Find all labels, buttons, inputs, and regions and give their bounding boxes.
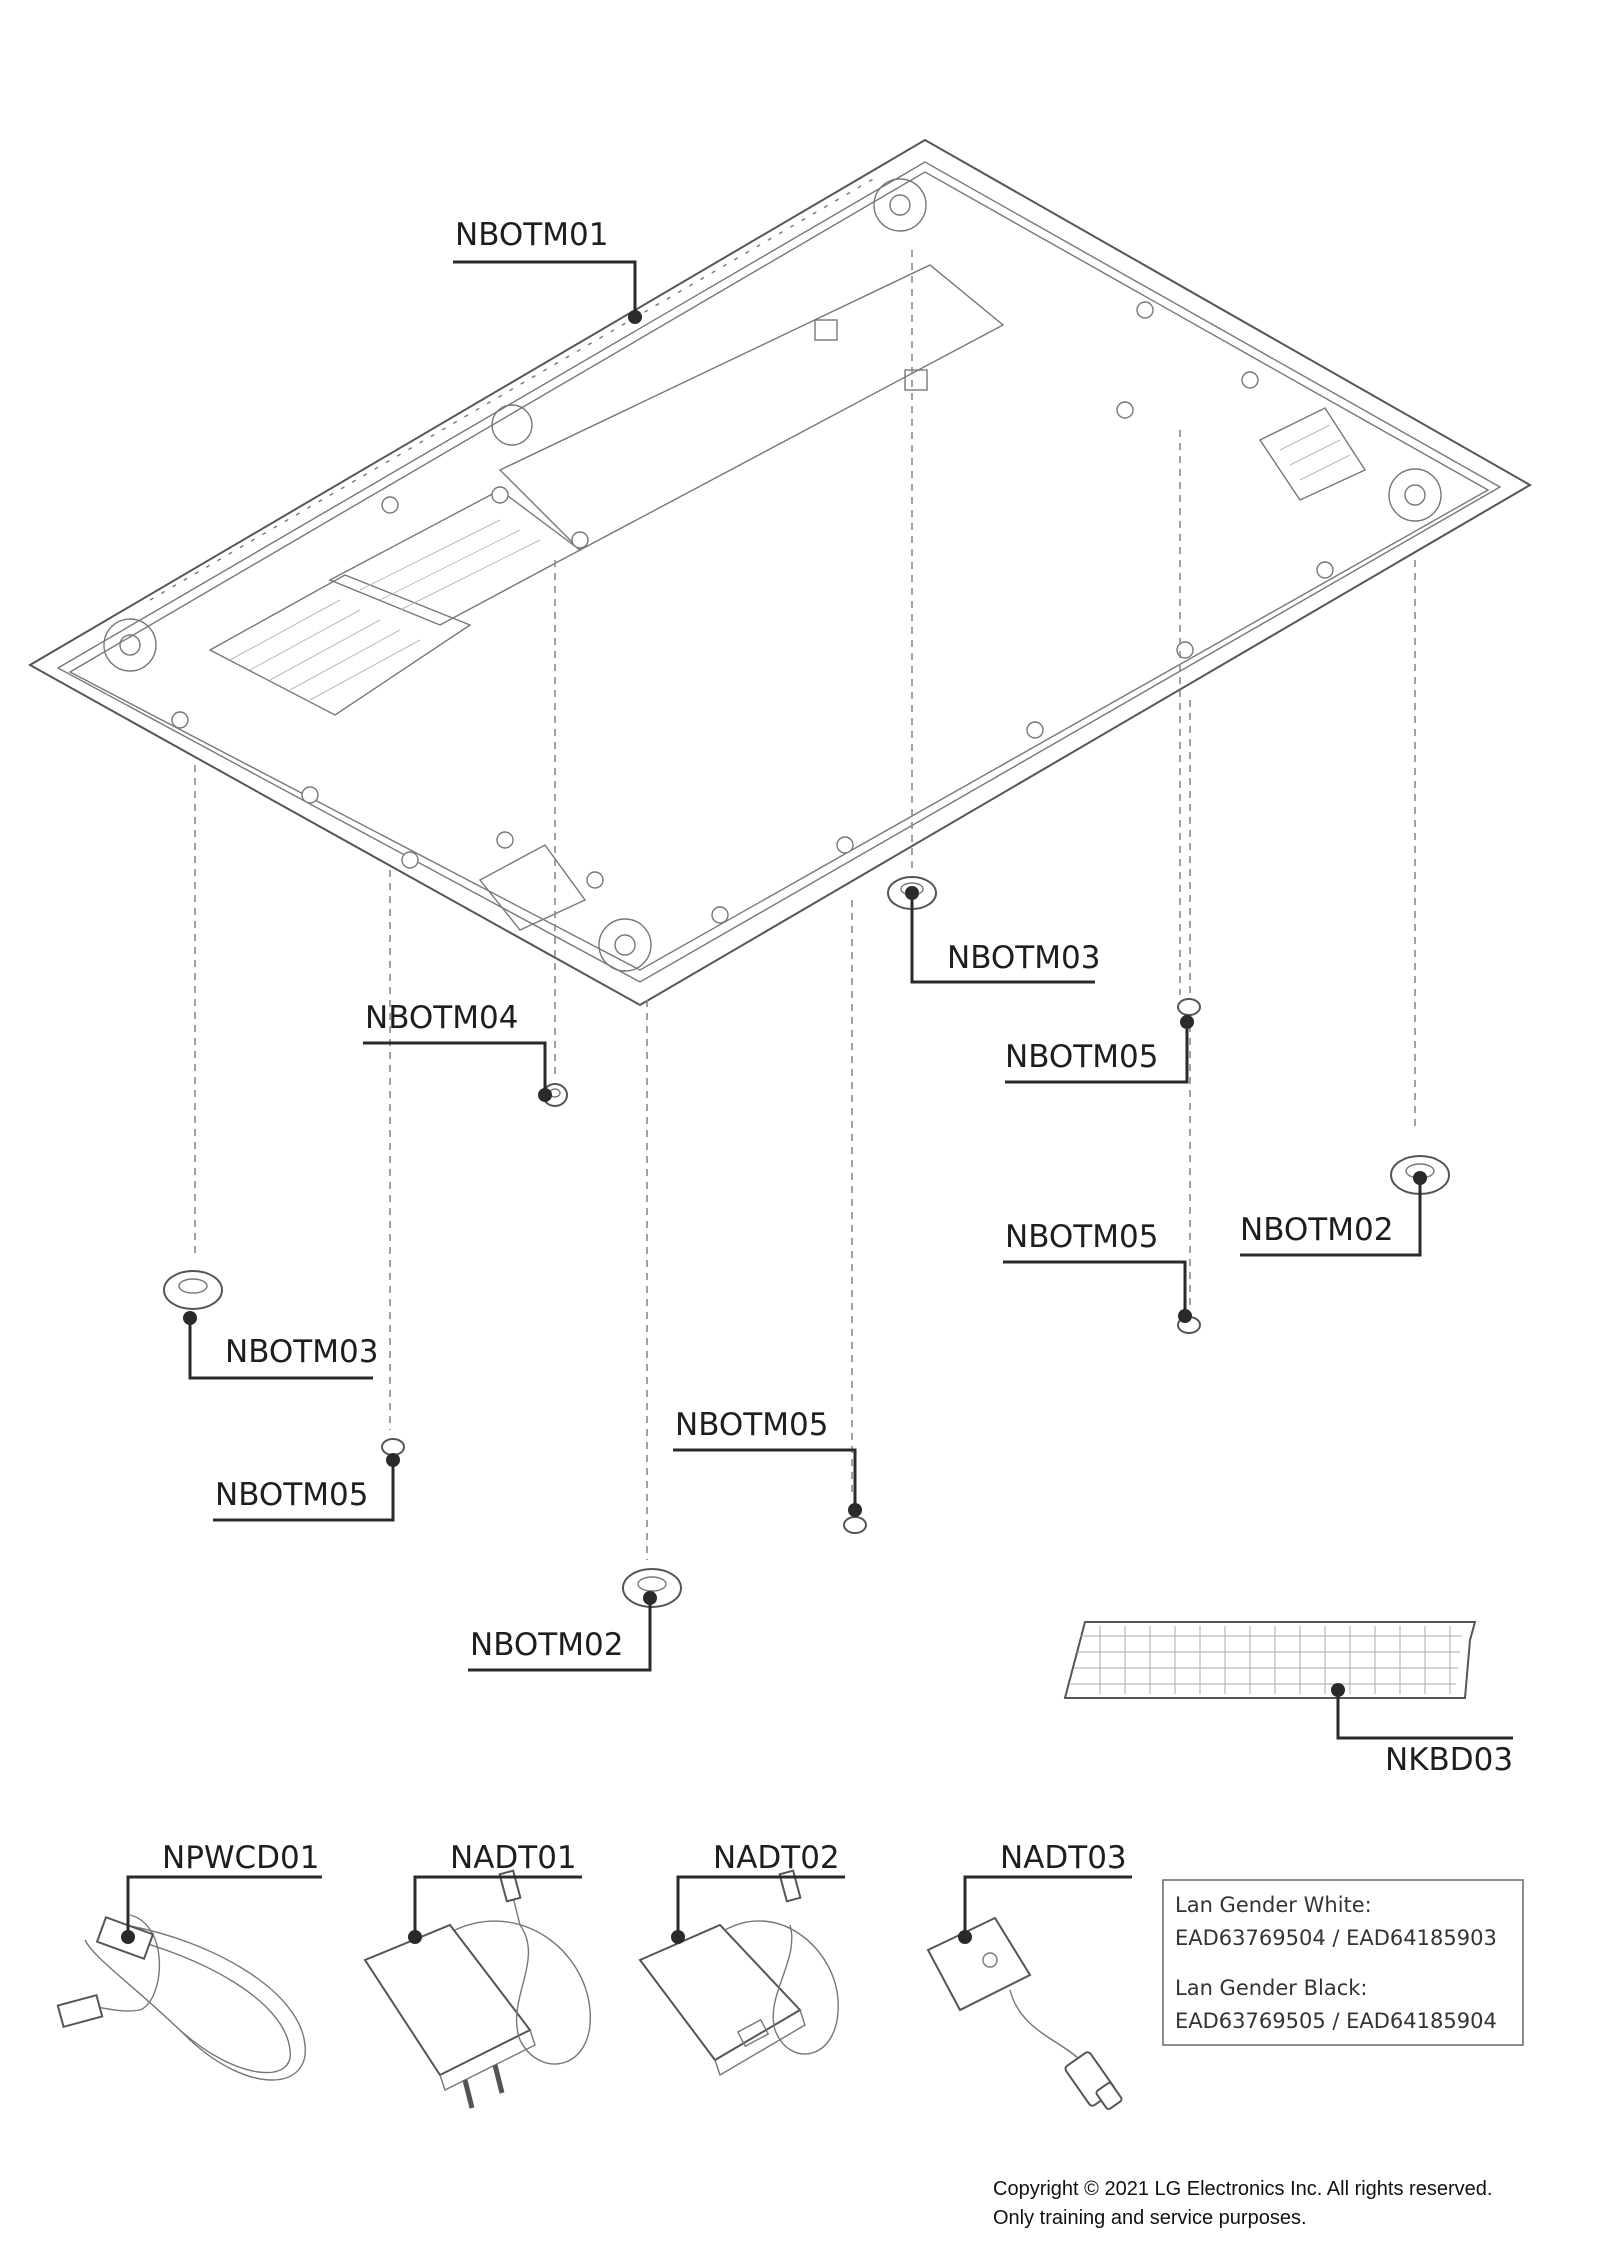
- lan-gender-white-title: Lan Gender White:: [1175, 1893, 1372, 1917]
- keyboard-illustration: [1063, 1621, 1477, 1699]
- callout-nbotm04: NBOTM04: [365, 1000, 518, 1036]
- foot-nbotm02-center: [622, 1568, 682, 1608]
- power-cord-illustration: [56, 1914, 306, 2081]
- callout-nbotm03-right: NBOTM03: [947, 940, 1100, 976]
- rubber-foot-parts: [163, 876, 1450, 1608]
- callout-nadt03: NADT03: [1000, 1840, 1127, 1876]
- callout-leaders: [121, 260, 1513, 1944]
- lan-gender-note-box: Lan Gender White: EAD63769504 / EAD64185…: [1162, 1879, 1524, 2046]
- lan-gender-white-parts: EAD63769504 / EAD64185903: [1175, 1926, 1497, 1950]
- callout-nbotm05-left: NBOTM05: [215, 1477, 368, 1513]
- callout-nbotm05-right-upper: NBOTM05: [1005, 1039, 1158, 1075]
- callout-npwcd01: NPWCD01: [162, 1840, 320, 1876]
- callout-nbotm05-right-lower: NBOTM05: [1005, 1219, 1158, 1255]
- callout-nadt01: NADT01: [450, 1840, 577, 1876]
- callout-nbotm02-center: NBOTM02: [470, 1627, 623, 1663]
- adapter-eu-illustration: [363, 1869, 591, 2109]
- lan-gender-black-title: Lan Gender Black:: [1175, 1976, 1368, 2000]
- callout-nbotm02-right: NBOTM02: [1240, 1212, 1393, 1248]
- callout-nadt02: NADT02: [713, 1840, 840, 1876]
- screw-cap-nbotm05-left: [381, 1438, 405, 1456]
- foot-nbotm03-left: [163, 1270, 223, 1310]
- callout-nbotm05-center: NBOTM05: [675, 1407, 828, 1443]
- usage-notice-text: Only training and service purposes.: [993, 2207, 1307, 2229]
- callout-nbotm01: NBOTM01: [455, 217, 608, 253]
- lan-gender-black-parts: EAD63769505 / EAD64185904: [1175, 2009, 1497, 2033]
- screw-cap-nbotm05-right-upper: [1177, 998, 1201, 1016]
- adapter-nadt02-illustration: [638, 1869, 839, 2077]
- screw-cap-nbotm05-center: [843, 1516, 867, 1534]
- lan-gender-illustration: [926, 1916, 1123, 2110]
- bottom-case-illustration: [27, 138, 1533, 1007]
- copyright-text: Copyright © 2021 LG Electronics Inc. All…: [993, 2178, 1492, 2200]
- callout-nkbd03: NKBD03: [1385, 1742, 1513, 1778]
- callout-nbotm03-left: NBOTM03: [225, 1334, 378, 1370]
